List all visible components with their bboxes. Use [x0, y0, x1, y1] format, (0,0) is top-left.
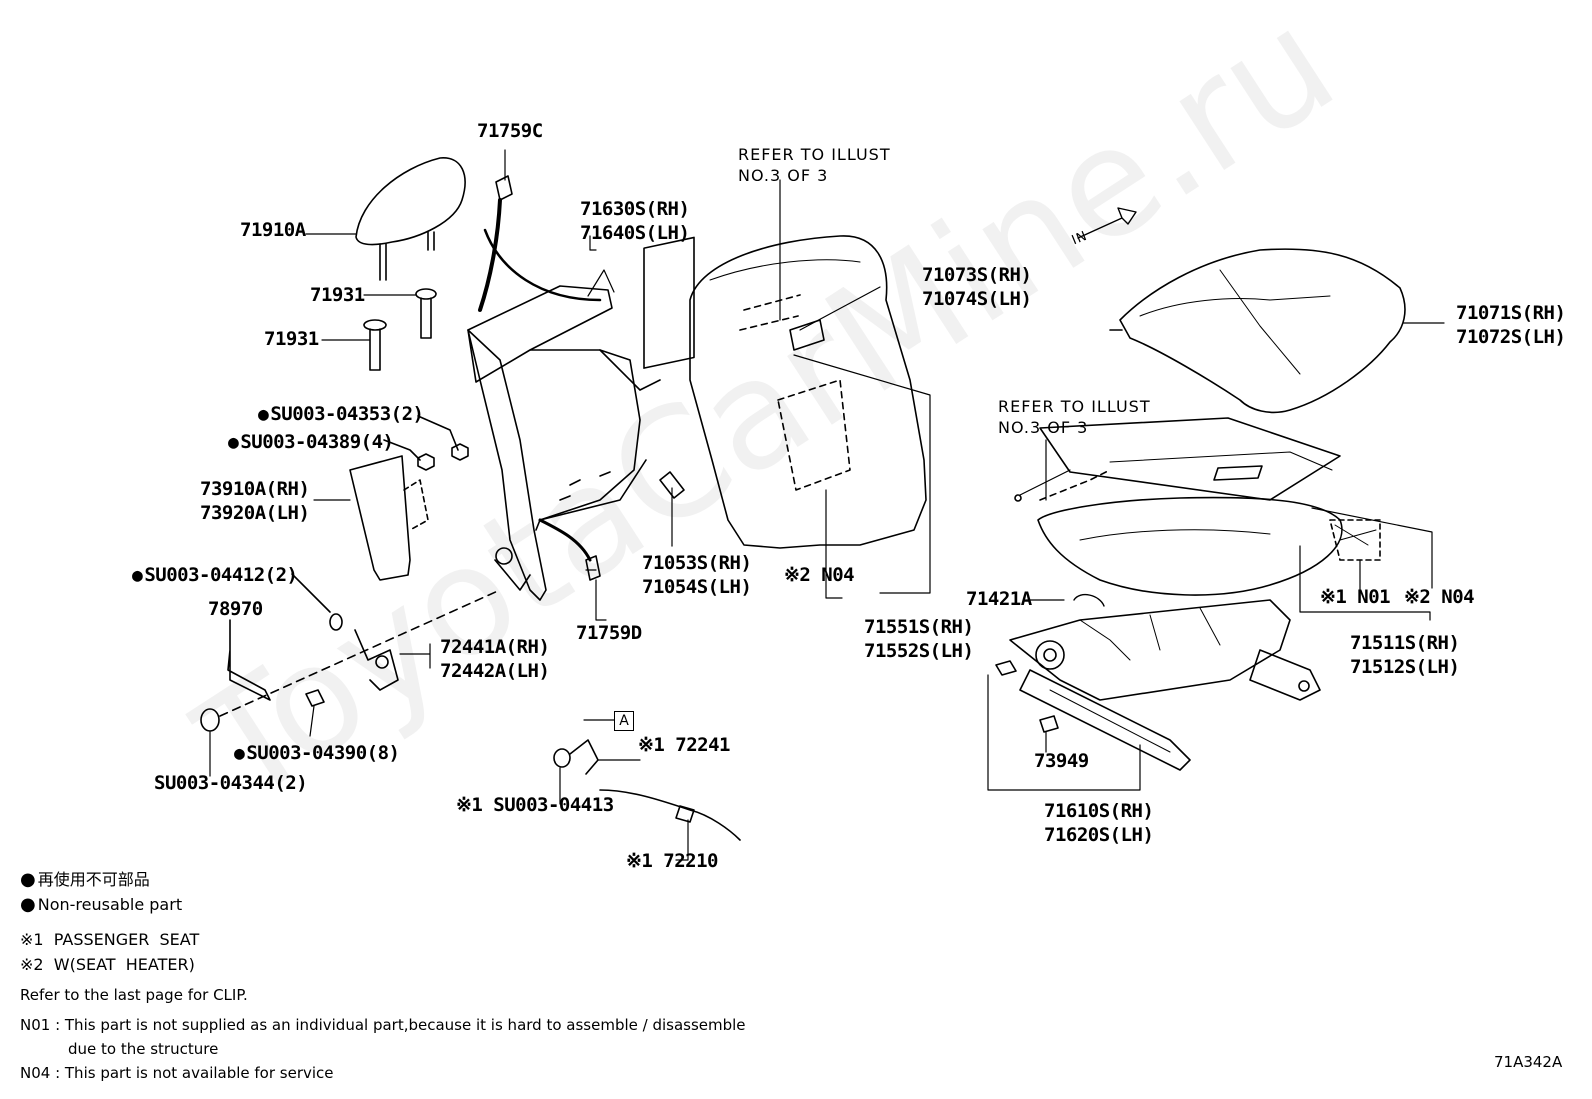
legend-n01-line2: due to the structure [68, 1040, 219, 1058]
seatback-pad-drawing [689, 179, 931, 599]
label-71551S: 71551S(RH) [864, 616, 974, 638]
label-su003-04413: ※1 SU003-04413 [456, 794, 614, 816]
figure-code: 71A342A [1494, 1053, 1563, 1071]
legend-nonreusable-en: Non-reusable part [20, 895, 182, 915]
label-72210: ※1 72210 [626, 850, 719, 872]
ref-back-line1: REFER TO ILLUST [738, 145, 891, 164]
label-71759D: 71759D [576, 622, 642, 644]
label-71071S: 71071S(RH) [1456, 302, 1566, 324]
label-n04-cushion: ※2 N04 [1404, 586, 1475, 608]
label-71630S: 71630S(RH) [580, 198, 690, 220]
cushion-pad-drawing [1014, 417, 1433, 621]
fastener-drawings [200, 415, 501, 777]
label-71620S: 71620S(LH) [1044, 824, 1154, 846]
seatback-frame-drawing [467, 149, 695, 621]
legend-n01-line1: N01 : This part is not supplied as an in… [20, 1016, 746, 1034]
label-su003-04390: SU003-04390(8) [234, 742, 400, 765]
label-n01-cushion: ※1 N01 [1320, 586, 1391, 608]
seat-track-drawing [987, 593, 1321, 791]
cushion-cover-drawing [1077, 207, 1445, 414]
label-su003-04353: SU003-04353(2) [258, 403, 424, 426]
label-71512S: 71512S(LH) [1350, 656, 1460, 678]
headrest-support-drawing [321, 288, 437, 371]
legend-note-1: ※1 PASSENGER SEAT [20, 930, 200, 949]
label-71931-lower: 71931 [264, 328, 319, 350]
label-71421A: 71421A [966, 588, 1032, 610]
label-71910A: 71910A [240, 219, 306, 241]
label-n04-back: ※2 N04 [784, 564, 855, 586]
label-su003-04344: SU003-04344(2) [154, 772, 308, 794]
legend-n04-line: N04 : This part is not available for ser… [20, 1064, 334, 1082]
label-71053S: 71053S(RH) [642, 552, 752, 574]
legend-note-2: ※2 W(SEAT HEATER) [20, 955, 195, 974]
label-73949: 73949 [1034, 750, 1089, 772]
label-su003-04389: SU003-04389(4) [228, 431, 394, 454]
label-73910A: 73910A(RH) [200, 478, 310, 500]
label-72241: ※1 72241 [638, 734, 731, 756]
label-71759C: 71759C [477, 120, 543, 142]
label-71511S: 71511S(RH) [1350, 632, 1460, 654]
label-71072S: 71072S(LH) [1456, 326, 1566, 348]
label-72442A: 72442A(LH) [440, 660, 550, 682]
label-78970: 78970 [208, 598, 263, 620]
side-panel-drawing [313, 455, 429, 581]
label-71054S: 71054S(LH) [642, 576, 752, 598]
headrest-drawing [305, 157, 466, 281]
label-72441A: 72441A(RH) [440, 636, 550, 658]
label-71640S: 71640S(LH) [580, 222, 690, 244]
ref-cushion-line2: NO.3 OF 3 [998, 418, 1089, 437]
label-su003-04412: SU003-04412(2) [132, 564, 298, 587]
legend-nonreusable-jp: 再使用不可部品 [20, 870, 150, 890]
legend-clip: Refer to the last page for CLIP. [20, 986, 248, 1004]
label-71610S: 71610S(RH) [1044, 800, 1154, 822]
label-71552S: 71552S(LH) [864, 640, 974, 662]
leader-lines [585, 235, 673, 571]
reference-box-a: A [614, 711, 634, 731]
label-73920A: 73920A(LH) [200, 502, 310, 524]
ref-back-line2: NO.3 OF 3 [738, 166, 829, 185]
ref-cushion-line1: REFER TO ILLUST [998, 397, 1151, 416]
label-71074S: 71074S(LH) [922, 288, 1032, 310]
label-71931-upper: 71931 [310, 284, 365, 306]
label-71073S: 71073S(RH) [922, 264, 1032, 286]
release-cable-drawing [553, 719, 741, 861]
